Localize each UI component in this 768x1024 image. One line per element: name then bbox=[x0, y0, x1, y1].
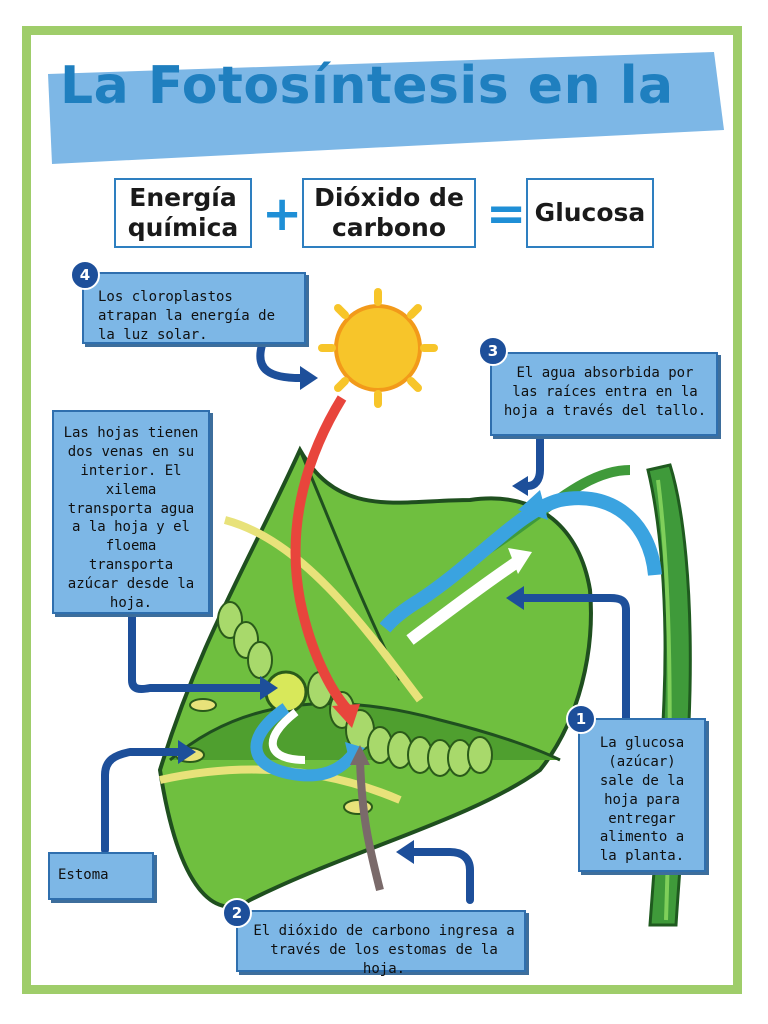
page-title: La Fotosíntesis en la bbox=[60, 56, 674, 116]
chloroplast-cells bbox=[217, 601, 493, 777]
callout-glucose: La glucosa (azúcar) sale de la hoja para… bbox=[578, 718, 706, 872]
equation-co2-box: Dióxido de carbono bbox=[302, 178, 476, 248]
title-banner bbox=[48, 52, 724, 164]
equation-energy-box: Energía química bbox=[114, 178, 252, 248]
sun-icon bbox=[318, 288, 438, 408]
callout-stoma: Estoma bbox=[48, 852, 154, 900]
callout-co2-text: El dióxido de carbono ingresa a través d… bbox=[253, 923, 515, 977]
connector-4 bbox=[256, 341, 304, 382]
leaf-body bbox=[157, 445, 593, 909]
co2-arrow bbox=[356, 759, 384, 891]
step-number-1: 1 bbox=[566, 704, 596, 734]
callout-veins: Las hojas tienen dos venas en su interio… bbox=[52, 410, 210, 614]
sunlight-arrow bbox=[290, 395, 352, 714]
connector-stoma bbox=[101, 748, 184, 854]
equation-glucose-label: Glucosa bbox=[534, 198, 646, 227]
callout-glucose-text: La glucosa (azúcar) sale de la hoja para… bbox=[599, 735, 685, 865]
equation-co2-label: Dióxido de carbono bbox=[314, 183, 464, 242]
step-number-2: 2 bbox=[222, 898, 252, 928]
callout-chloroplasts: Los cloroplastos atrapan la energía de l… bbox=[82, 272, 306, 344]
equation-energy-label: Energía química bbox=[127, 183, 239, 242]
connector-2 bbox=[406, 848, 474, 904]
callout-veins-text: Las hojas tienen dos venas en su interio… bbox=[63, 425, 199, 612]
callout-stoma-text: Estoma bbox=[58, 867, 109, 883]
step-number-3: 3 bbox=[478, 336, 508, 366]
connector-3 bbox=[524, 430, 544, 490]
stoma-shape bbox=[189, 698, 217, 712]
plus-sign: + bbox=[262, 186, 303, 242]
connector-veins bbox=[128, 608, 266, 693]
connector-1 bbox=[516, 594, 630, 724]
step-number-4: 4 bbox=[70, 260, 100, 290]
callout-water: El agua absorbida por las raíces entra e… bbox=[490, 352, 718, 436]
equals-sign: = bbox=[486, 186, 527, 242]
callout-co2: El dióxido de carbono ingresa a través d… bbox=[236, 910, 526, 977]
water-arrow bbox=[379, 491, 662, 633]
callout-chloroplasts-text: Los cloroplastos atrapan la energía de l… bbox=[98, 289, 276, 343]
equation-glucose-box: Glucosa bbox=[526, 178, 654, 248]
glucose-arrow bbox=[406, 555, 524, 645]
callout-water-text: El agua absorbida por las raíces entra e… bbox=[503, 365, 707, 419]
